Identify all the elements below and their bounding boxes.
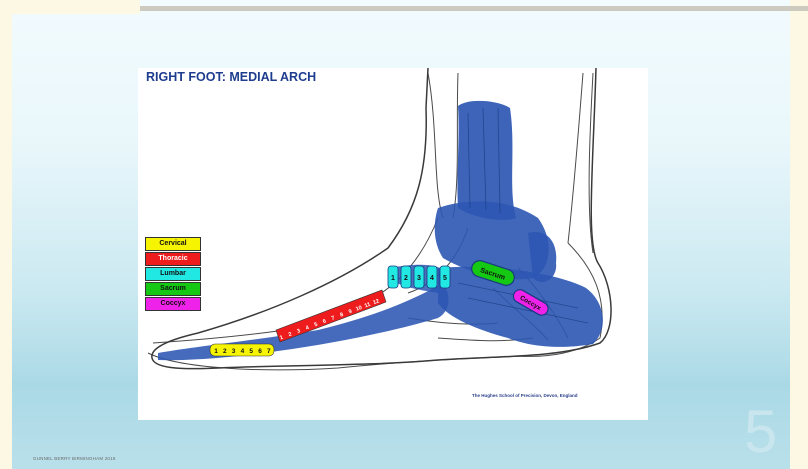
slide-number: 5 <box>744 402 777 462</box>
figure-title: RIGHT FOOT: MEDIAL ARCH <box>146 70 316 84</box>
muscle-overlay <box>158 101 603 360</box>
legend-item-lumbar: Lumbar <box>145 267 201 281</box>
cervical-vertebra-2: 2 <box>223 348 227 355</box>
lumbar-vertebra-2: 2 <box>404 275 408 282</box>
frame-top-corner <box>0 0 140 14</box>
foot-illustration: 1234567 123456789101112 12345 Sacrum Coc… <box>138 68 648 420</box>
lumbar-vertebrae-group: 1 2 3 4 5 <box>388 266 450 288</box>
lumbar-vertebra-3: 3 <box>417 275 421 282</box>
top-divider-bar <box>140 6 808 11</box>
legend-item-sacrum: Sacrum <box>145 282 201 296</box>
lumbar-vertebra-1: 1 <box>391 275 395 282</box>
cervical-vertebra-7: 7 <box>267 348 271 355</box>
cervical-vertebra-4: 4 <box>241 348 245 355</box>
foot-diagram-figure: 1234567 123456789101112 12345 Sacrum Coc… <box>138 68 648 420</box>
cervical-vertebra-6: 6 <box>258 348 262 355</box>
legend-item-cervical: Cervical <box>145 237 201 251</box>
cervical-vertebra-1: 1 <box>214 348 218 355</box>
frame-right-border <box>790 0 808 469</box>
lumbar-boxes: 1 2 3 4 5 <box>388 266 450 288</box>
frame-left-border <box>0 0 12 469</box>
footer-author: GUNNEL BERRY BIRMINGHAM 2018 <box>33 456 116 461</box>
cervical-vertebrae-group: 1234567 <box>210 344 274 356</box>
cervical-vertebra-5: 5 <box>249 348 253 355</box>
legend-item-thoracic: Thoracic <box>145 252 201 266</box>
legend-item-coccyx: Coccyx <box>145 297 201 311</box>
figure-credit: The Hughes School of Precision, Devon, E… <box>472 393 578 398</box>
cervical-vertebra-3: 3 <box>232 348 236 355</box>
lumbar-vertebra-4: 4 <box>430 275 434 282</box>
spine-legend: Cervical Thoracic Lumbar Sacrum Coccyx <box>145 237 201 312</box>
lumbar-vertebra-5: 5 <box>443 275 447 282</box>
